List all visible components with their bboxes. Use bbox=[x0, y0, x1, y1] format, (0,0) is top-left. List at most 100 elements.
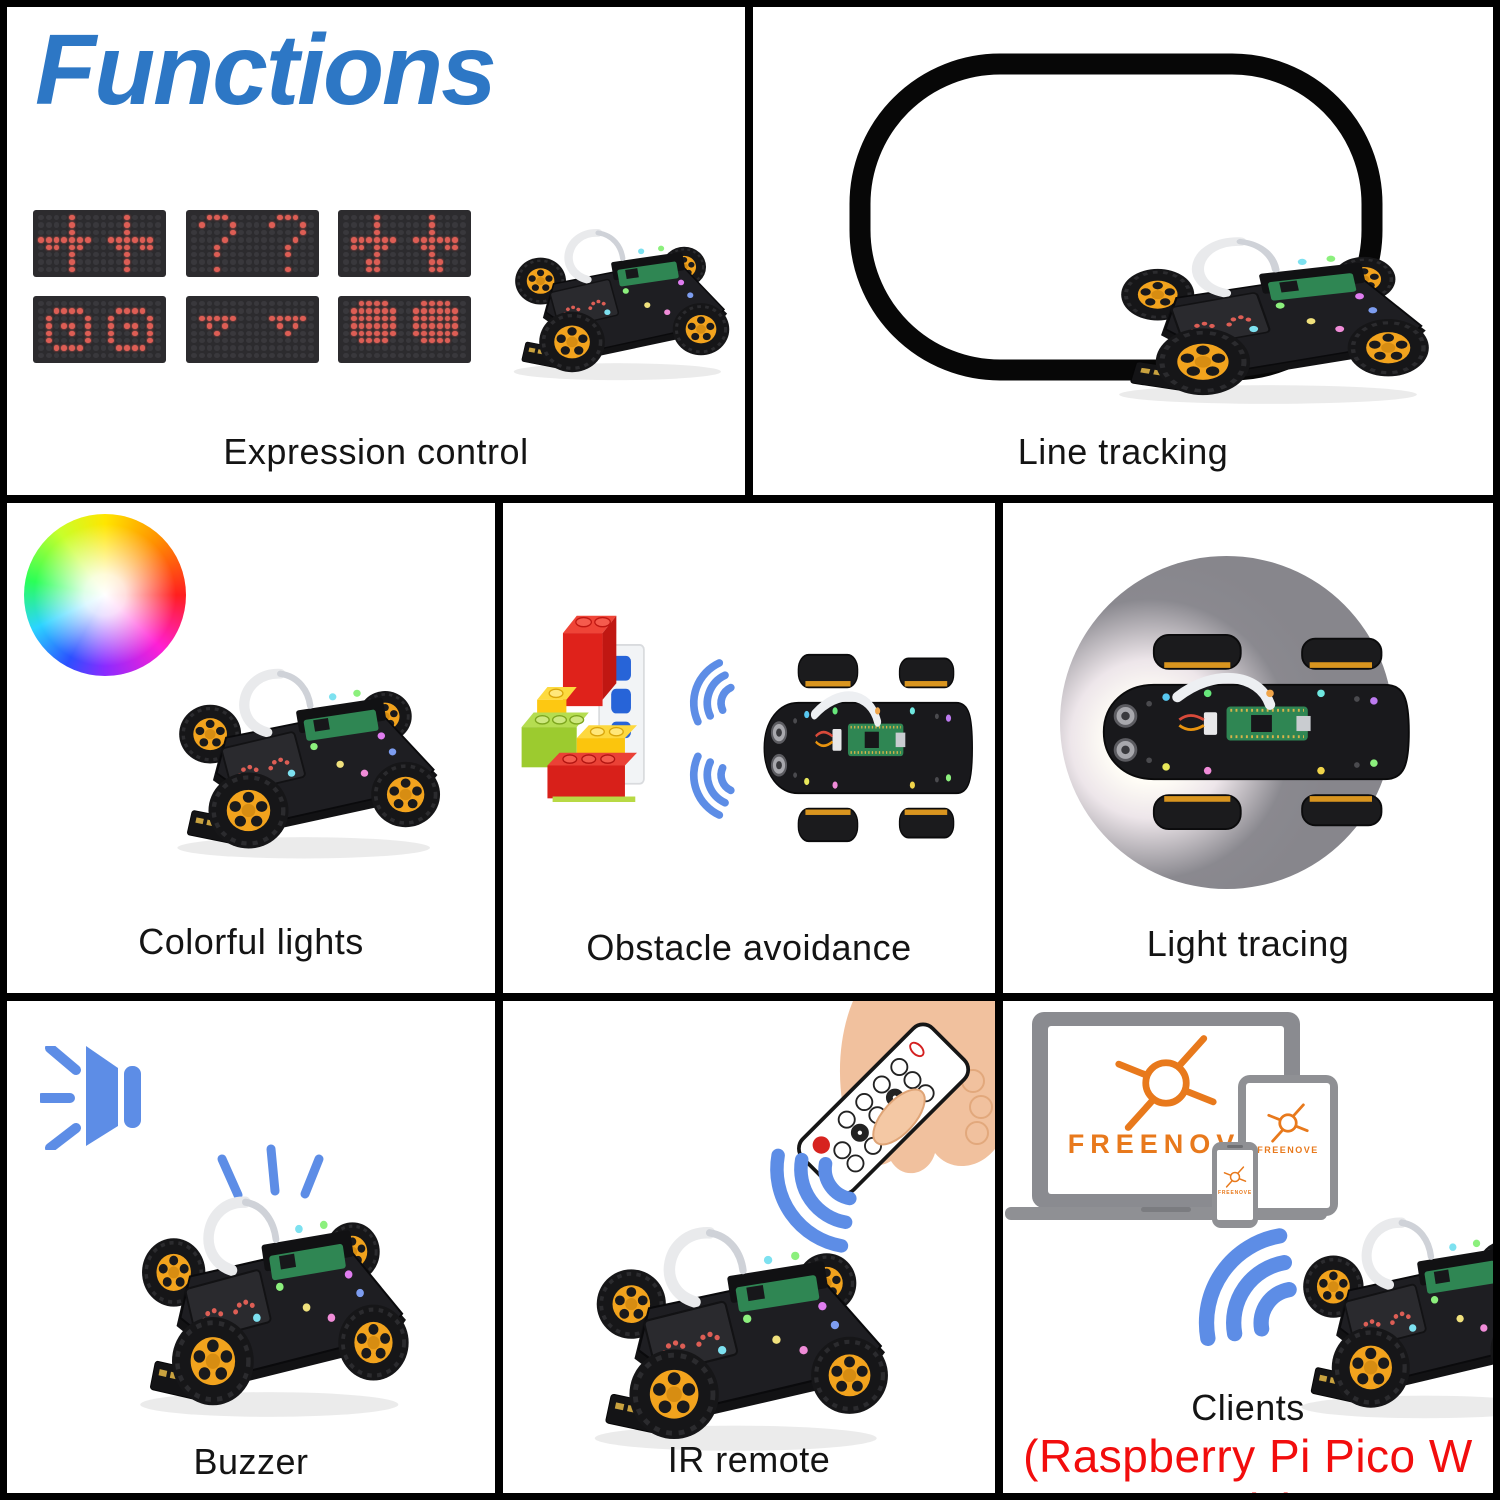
led-dot-off bbox=[237, 215, 244, 221]
led-dot-off bbox=[261, 229, 268, 236]
led-dot-on bbox=[206, 323, 213, 329]
brand-name: FREENOVE bbox=[1218, 1190, 1252, 1196]
led-dot-off bbox=[292, 352, 299, 358]
led-dot-off bbox=[191, 330, 197, 336]
led-dot-on bbox=[284, 315, 291, 322]
led-dot-off bbox=[191, 259, 197, 265]
led-dot-off bbox=[230, 266, 236, 272]
led-dot-on bbox=[366, 266, 373, 272]
led-dot-off bbox=[452, 251, 459, 258]
led-dot-off bbox=[61, 301, 68, 307]
led-dot-off bbox=[261, 259, 268, 265]
led-dot-off bbox=[413, 244, 420, 250]
led-dot-on bbox=[421, 315, 427, 322]
led-dot-off bbox=[38, 229, 44, 236]
led-dot-off bbox=[343, 222, 349, 228]
led-dot-on bbox=[214, 266, 221, 272]
led-dot-on bbox=[222, 315, 229, 322]
led-dot-on bbox=[284, 330, 291, 336]
led-dot-off bbox=[191, 229, 197, 236]
led-dot-off bbox=[69, 337, 76, 344]
led-dot-off bbox=[292, 345, 299, 351]
led-dot-off bbox=[116, 266, 122, 272]
led-dot-off bbox=[100, 308, 107, 314]
caption-light-tracing: Light tracing bbox=[1146, 923, 1350, 964]
led-dot-off bbox=[92, 229, 99, 236]
led-dot-off bbox=[237, 352, 244, 358]
led-dot-off bbox=[276, 244, 283, 250]
led-dot-off bbox=[350, 301, 357, 307]
led-dot-on bbox=[108, 330, 115, 336]
led-dot-on bbox=[69, 266, 76, 272]
led-dot-off bbox=[230, 251, 236, 258]
led-dot-off bbox=[92, 308, 99, 314]
led-dot-on bbox=[452, 330, 459, 336]
led-dot-off bbox=[308, 222, 314, 228]
led-dot-on bbox=[147, 330, 154, 336]
led-dot-off bbox=[284, 345, 291, 351]
led-dot-off bbox=[343, 352, 349, 358]
led-dot-on bbox=[131, 323, 138, 329]
led-dot-on bbox=[123, 244, 130, 250]
led-dot-off bbox=[116, 352, 122, 358]
led-dot-off bbox=[261, 301, 268, 307]
led-dot-off bbox=[343, 337, 349, 344]
led-dot-off bbox=[245, 301, 252, 307]
panel-clients: FREENOVE FREENOVE FREENOVE Clients (Rasp… bbox=[1003, 1001, 1493, 1493]
led-dot-off bbox=[253, 315, 260, 322]
led-dot-on bbox=[45, 237, 52, 243]
panel-ir-remote: IR remote bbox=[503, 1001, 995, 1493]
led-dot-off bbox=[77, 323, 83, 329]
led-dot-off bbox=[77, 352, 83, 358]
led-dot-on bbox=[69, 229, 76, 236]
led-dot-off bbox=[460, 345, 466, 351]
led-dot-on bbox=[350, 308, 357, 314]
led-dot-off bbox=[198, 259, 205, 265]
led-dot-off bbox=[222, 259, 229, 265]
led-dot-off bbox=[382, 266, 388, 272]
led-dot-on bbox=[84, 323, 91, 329]
led-dot-off bbox=[245, 215, 252, 221]
led-dot-on bbox=[428, 251, 435, 258]
led-dot-off bbox=[436, 229, 443, 236]
led-dot-off bbox=[261, 215, 268, 221]
led-dot-off bbox=[237, 330, 244, 336]
led-dot-off bbox=[276, 330, 283, 336]
led-dot-on bbox=[389, 323, 396, 329]
led-dot-off bbox=[116, 301, 122, 307]
led-dot-on bbox=[300, 315, 307, 322]
led-dot-on bbox=[230, 229, 236, 236]
led-dot-off bbox=[276, 251, 283, 258]
led-dot-off bbox=[214, 222, 221, 228]
led-dot-off bbox=[389, 337, 396, 344]
led-dot-off bbox=[300, 337, 307, 344]
led-dot-off bbox=[374, 345, 381, 351]
led-dot-off bbox=[100, 330, 107, 336]
led-dot-off bbox=[460, 222, 466, 228]
led-dot-off bbox=[253, 352, 260, 358]
led-dot-off bbox=[84, 301, 91, 307]
led-dot-off bbox=[191, 352, 197, 358]
led-dot-off bbox=[366, 244, 373, 250]
led-dot-on bbox=[139, 237, 146, 243]
led-matrix-display bbox=[338, 296, 471, 363]
led-dot-off bbox=[230, 237, 236, 243]
led-dot-off bbox=[155, 352, 161, 358]
led-dot-on bbox=[444, 308, 451, 314]
led-dot-off bbox=[343, 266, 349, 272]
led-dot-off bbox=[253, 244, 260, 250]
led-dot-on bbox=[382, 244, 388, 250]
led-dot-off bbox=[276, 308, 283, 314]
led-dot-on bbox=[444, 323, 451, 329]
led-dot-off bbox=[343, 345, 349, 351]
led-dot-off bbox=[253, 237, 260, 243]
led-dot-off bbox=[155, 315, 161, 322]
led-dot-off bbox=[269, 301, 275, 307]
led-dot-off bbox=[116, 229, 122, 236]
led-dot-off bbox=[460, 337, 466, 344]
led-matrix-display bbox=[33, 210, 166, 277]
led-matrix-display bbox=[338, 210, 471, 277]
led-dot-off bbox=[276, 301, 283, 307]
led-dot-off bbox=[214, 337, 221, 344]
